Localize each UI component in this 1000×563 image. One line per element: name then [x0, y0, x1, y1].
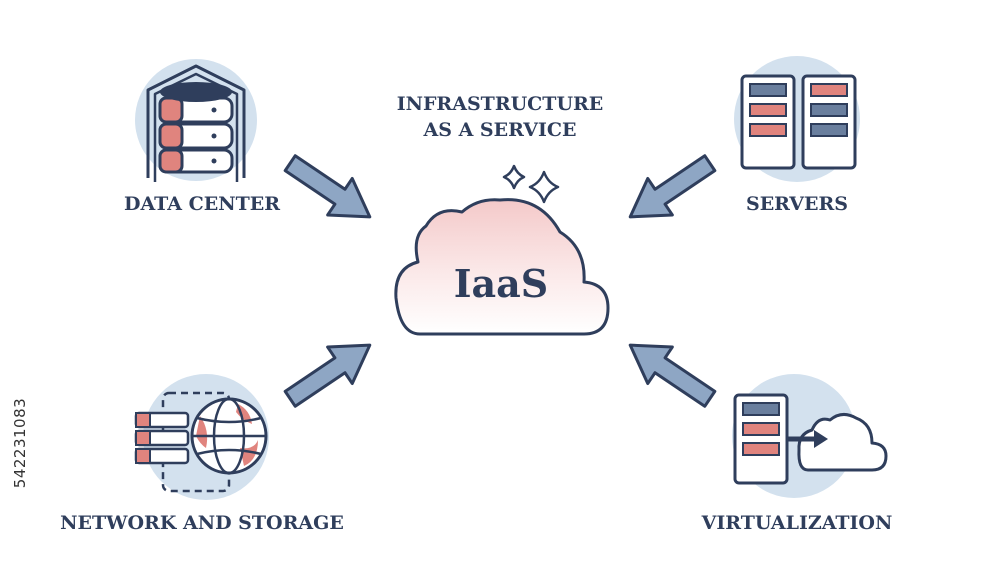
- arrow-servers-to-iaas: [628, 154, 717, 219]
- stock-id-text: 542231083: [2, 328, 38, 558]
- virtualization-icon: [732, 374, 888, 498]
- servers-label: SERVERS: [746, 193, 848, 215]
- network-storage-label: NETWORK AND STORAGE: [60, 512, 344, 534]
- arrow-data-center-to-iaas: [283, 154, 372, 219]
- sparkle-icon: [502, 164, 560, 204]
- data-center-icon: [135, 59, 257, 182]
- title-line-2: AS A SERVICE: [423, 119, 577, 141]
- stock-id-label: 542231083: [11, 397, 29, 489]
- virtualization-label: VIRTUALIZATION: [701, 512, 893, 534]
- title-line-1: INFRASTRUCTURE: [397, 93, 604, 115]
- iaas-label: IaaS: [454, 261, 548, 306]
- servers-icon: [734, 56, 860, 182]
- arrow-network-to-iaas: [283, 343, 372, 408]
- data-center-label: DATA CENTER: [124, 193, 280, 215]
- arrow-virtualization-to-iaas: [628, 343, 717, 408]
- iaas-cloud: IaaS: [394, 198, 610, 336]
- network-storage-icon: [134, 374, 269, 500]
